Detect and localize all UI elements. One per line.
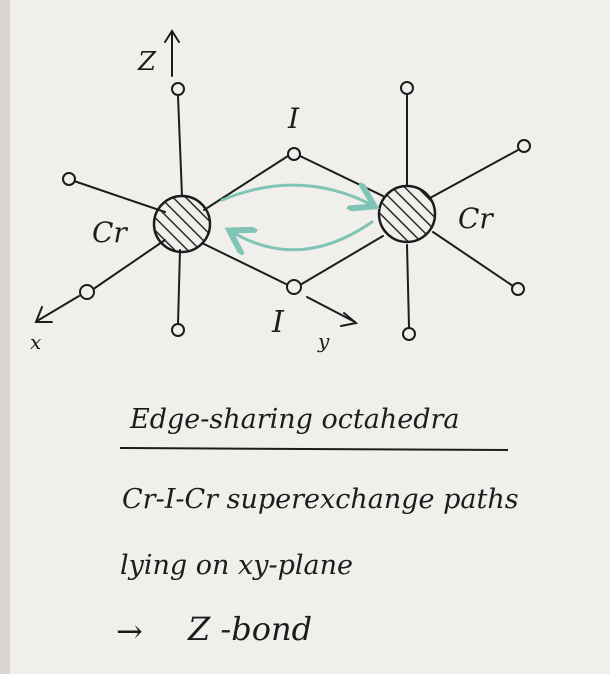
notes-heading: Edge-sharing octahedra bbox=[129, 404, 460, 435]
ligand-right-top bbox=[401, 82, 413, 94]
x-axis-label: x bbox=[30, 330, 41, 354]
board-left-edge bbox=[0, 0, 10, 674]
ligand-left-top bbox=[172, 83, 184, 95]
cr-atom-left bbox=[154, 196, 210, 252]
y-axis-label: y bbox=[317, 329, 330, 353]
notes-line-3-arrow: → bbox=[116, 612, 143, 650]
ligand-left-west bbox=[63, 173, 75, 185]
cr-right-label: Cr bbox=[458, 202, 494, 235]
notes-line-1: Cr-I-Cr superexchange paths bbox=[122, 484, 519, 515]
notes-line-3: Z -bond bbox=[187, 610, 312, 648]
cr-left-label: Cr bbox=[92, 216, 128, 249]
ligand-right-front bbox=[512, 283, 524, 295]
iodine-bottom-label: I bbox=[271, 305, 285, 340]
iodine-top-circle bbox=[288, 148, 300, 160]
z-axis-label: Z bbox=[137, 47, 157, 77]
cr-atom-right bbox=[379, 186, 435, 242]
iodine-bottom-circle bbox=[287, 280, 301, 294]
iodine-top-label: I bbox=[287, 102, 300, 135]
ligand-right-east bbox=[518, 140, 530, 152]
ligand-left-bottom bbox=[172, 324, 184, 336]
notes-line-2: lying on xy-plane bbox=[120, 550, 353, 581]
ligand-left-front bbox=[80, 285, 94, 299]
ligand-right-bottom bbox=[403, 328, 415, 340]
